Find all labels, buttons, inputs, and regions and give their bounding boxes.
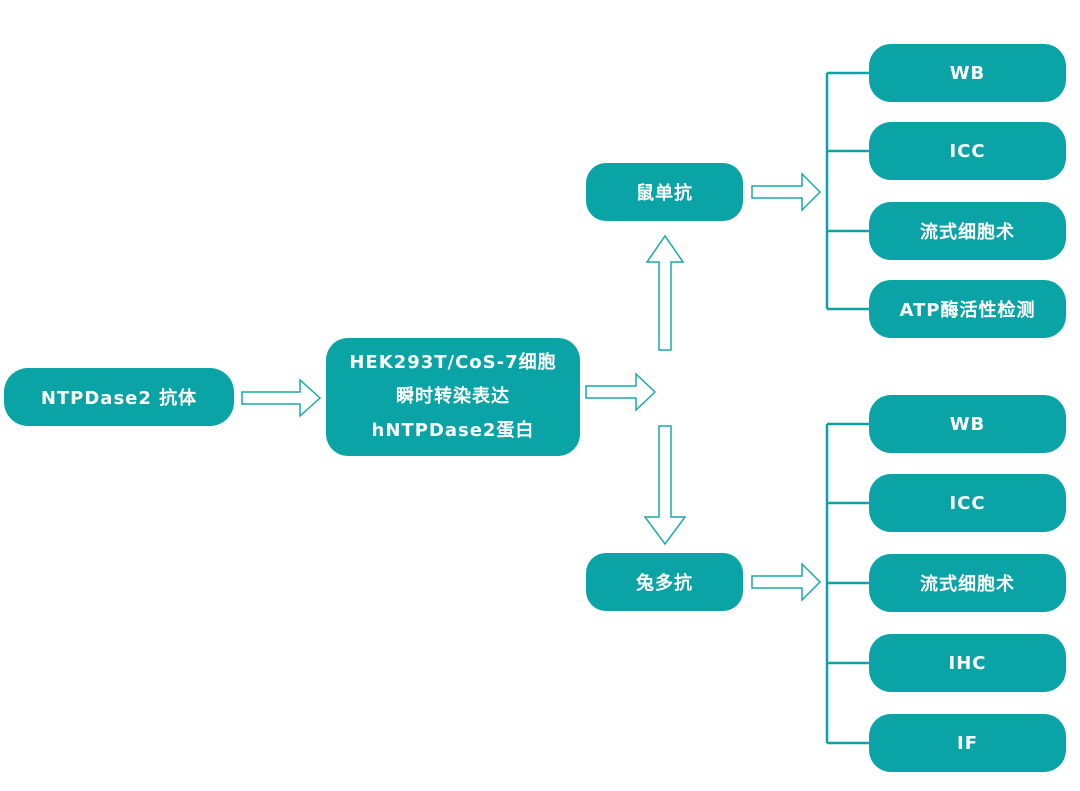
rabbit-app-flow: 流式细胞术 xyxy=(869,554,1066,612)
rabbit-app-label: ICC xyxy=(949,492,986,514)
node-rabbit-poly-label: 兔多抗 xyxy=(636,573,693,594)
expression-line-3: hNTPDase2蛋白 xyxy=(371,420,535,441)
mouse-app-label: ICC xyxy=(949,140,986,162)
node-mouse-mono: 鼠单抗 xyxy=(586,163,743,221)
node-expression: HEK293T/CoS-7细胞 瞬时转染表达 hNTPDase2蛋白 xyxy=(326,338,580,456)
mouse-app-label: WB xyxy=(949,62,986,84)
mouse-app-wb: WB xyxy=(869,44,1066,102)
rabbit-app-icc: ICC xyxy=(869,474,1066,532)
bracket-mouse-apps xyxy=(825,71,870,311)
arrow-down-to-rabbit xyxy=(643,425,687,546)
node-antibody: NTPDase2 抗体 xyxy=(4,368,234,426)
rabbit-app-label: WB xyxy=(949,413,986,435)
mouse-app-label: ATP酶活性检测 xyxy=(899,300,1036,321)
node-rabbit-poly: 兔多抗 xyxy=(586,553,743,611)
node-mouse-mono-label: 鼠单抗 xyxy=(636,183,693,204)
node-antibody-label: NTPDase2 抗体 xyxy=(40,388,198,409)
expression-line-1: HEK293T/CoS-7细胞 xyxy=(349,352,557,373)
arrow-antibody-to-expression xyxy=(241,378,322,418)
bracket-rabbit-apps xyxy=(825,422,870,745)
rabbit-app-label: 流式细胞术 xyxy=(920,574,1015,595)
arrow-expression-to-branch xyxy=(585,372,657,412)
rabbit-app-label: IF xyxy=(957,732,978,754)
arrow-up-to-mouse xyxy=(645,234,685,351)
arrow-mouse-to-apps xyxy=(751,172,822,212)
rabbit-app-label: IHC xyxy=(948,652,987,674)
mouse-app-atpase: ATP酶活性检测 xyxy=(869,280,1066,338)
rabbit-app-ihc: IHC xyxy=(869,634,1066,692)
mouse-app-flow: 流式细胞术 xyxy=(869,202,1066,260)
rabbit-app-wb: WB xyxy=(869,395,1066,453)
mouse-app-icc: ICC xyxy=(869,122,1066,180)
arrow-rabbit-to-apps xyxy=(751,562,822,602)
expression-line-2: 瞬时转染表达 xyxy=(396,386,510,407)
mouse-app-label: 流式细胞术 xyxy=(920,222,1015,243)
rabbit-app-if: IF xyxy=(869,714,1066,772)
